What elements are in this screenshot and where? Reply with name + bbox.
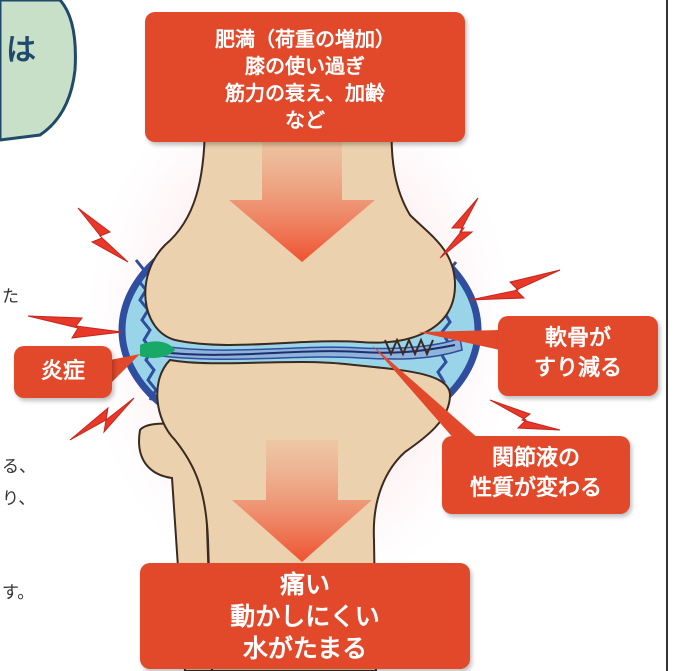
joint-fluid-label: 関節液の 性質が変わる (442, 436, 630, 514)
joint-fluid-line: 性質が変わる (442, 474, 630, 504)
symptoms-label: 痛い 動かしにくい 水がたまる (140, 563, 470, 669)
symptoms-line: 動かしにくい (140, 601, 470, 633)
symptoms-line: 水がたまる (140, 633, 470, 665)
side-text-fragment: た (2, 282, 19, 307)
cartilage-line: 軟骨が (498, 324, 658, 354)
causes-label: 肥満（荷重の増加） 膝の使い過ぎ 筋力の衰え、加齢 など (145, 12, 465, 142)
heading-badge-text: は (6, 33, 36, 68)
joint-fluid-line: 関節液の (442, 444, 630, 474)
inflammation-text: 炎症 (14, 346, 112, 398)
causes-line: など (145, 107, 465, 134)
cartilage-line: すり減る (498, 354, 658, 384)
side-text-fragment: す。 (2, 578, 34, 603)
causes-line: 筋力の衰え、加齢 (145, 80, 465, 107)
causes-line: 肥満（荷重の増加） (145, 26, 465, 53)
symptoms-line: 痛い (140, 569, 470, 601)
inflammation-label: 炎症 (14, 346, 112, 398)
side-text-fragment: り、 (2, 484, 35, 509)
cartilage-label: 軟骨が すり減る (498, 316, 658, 396)
causes-line: 膝の使い過ぎ (145, 53, 465, 80)
side-text-fragment: る、 (2, 452, 36, 477)
